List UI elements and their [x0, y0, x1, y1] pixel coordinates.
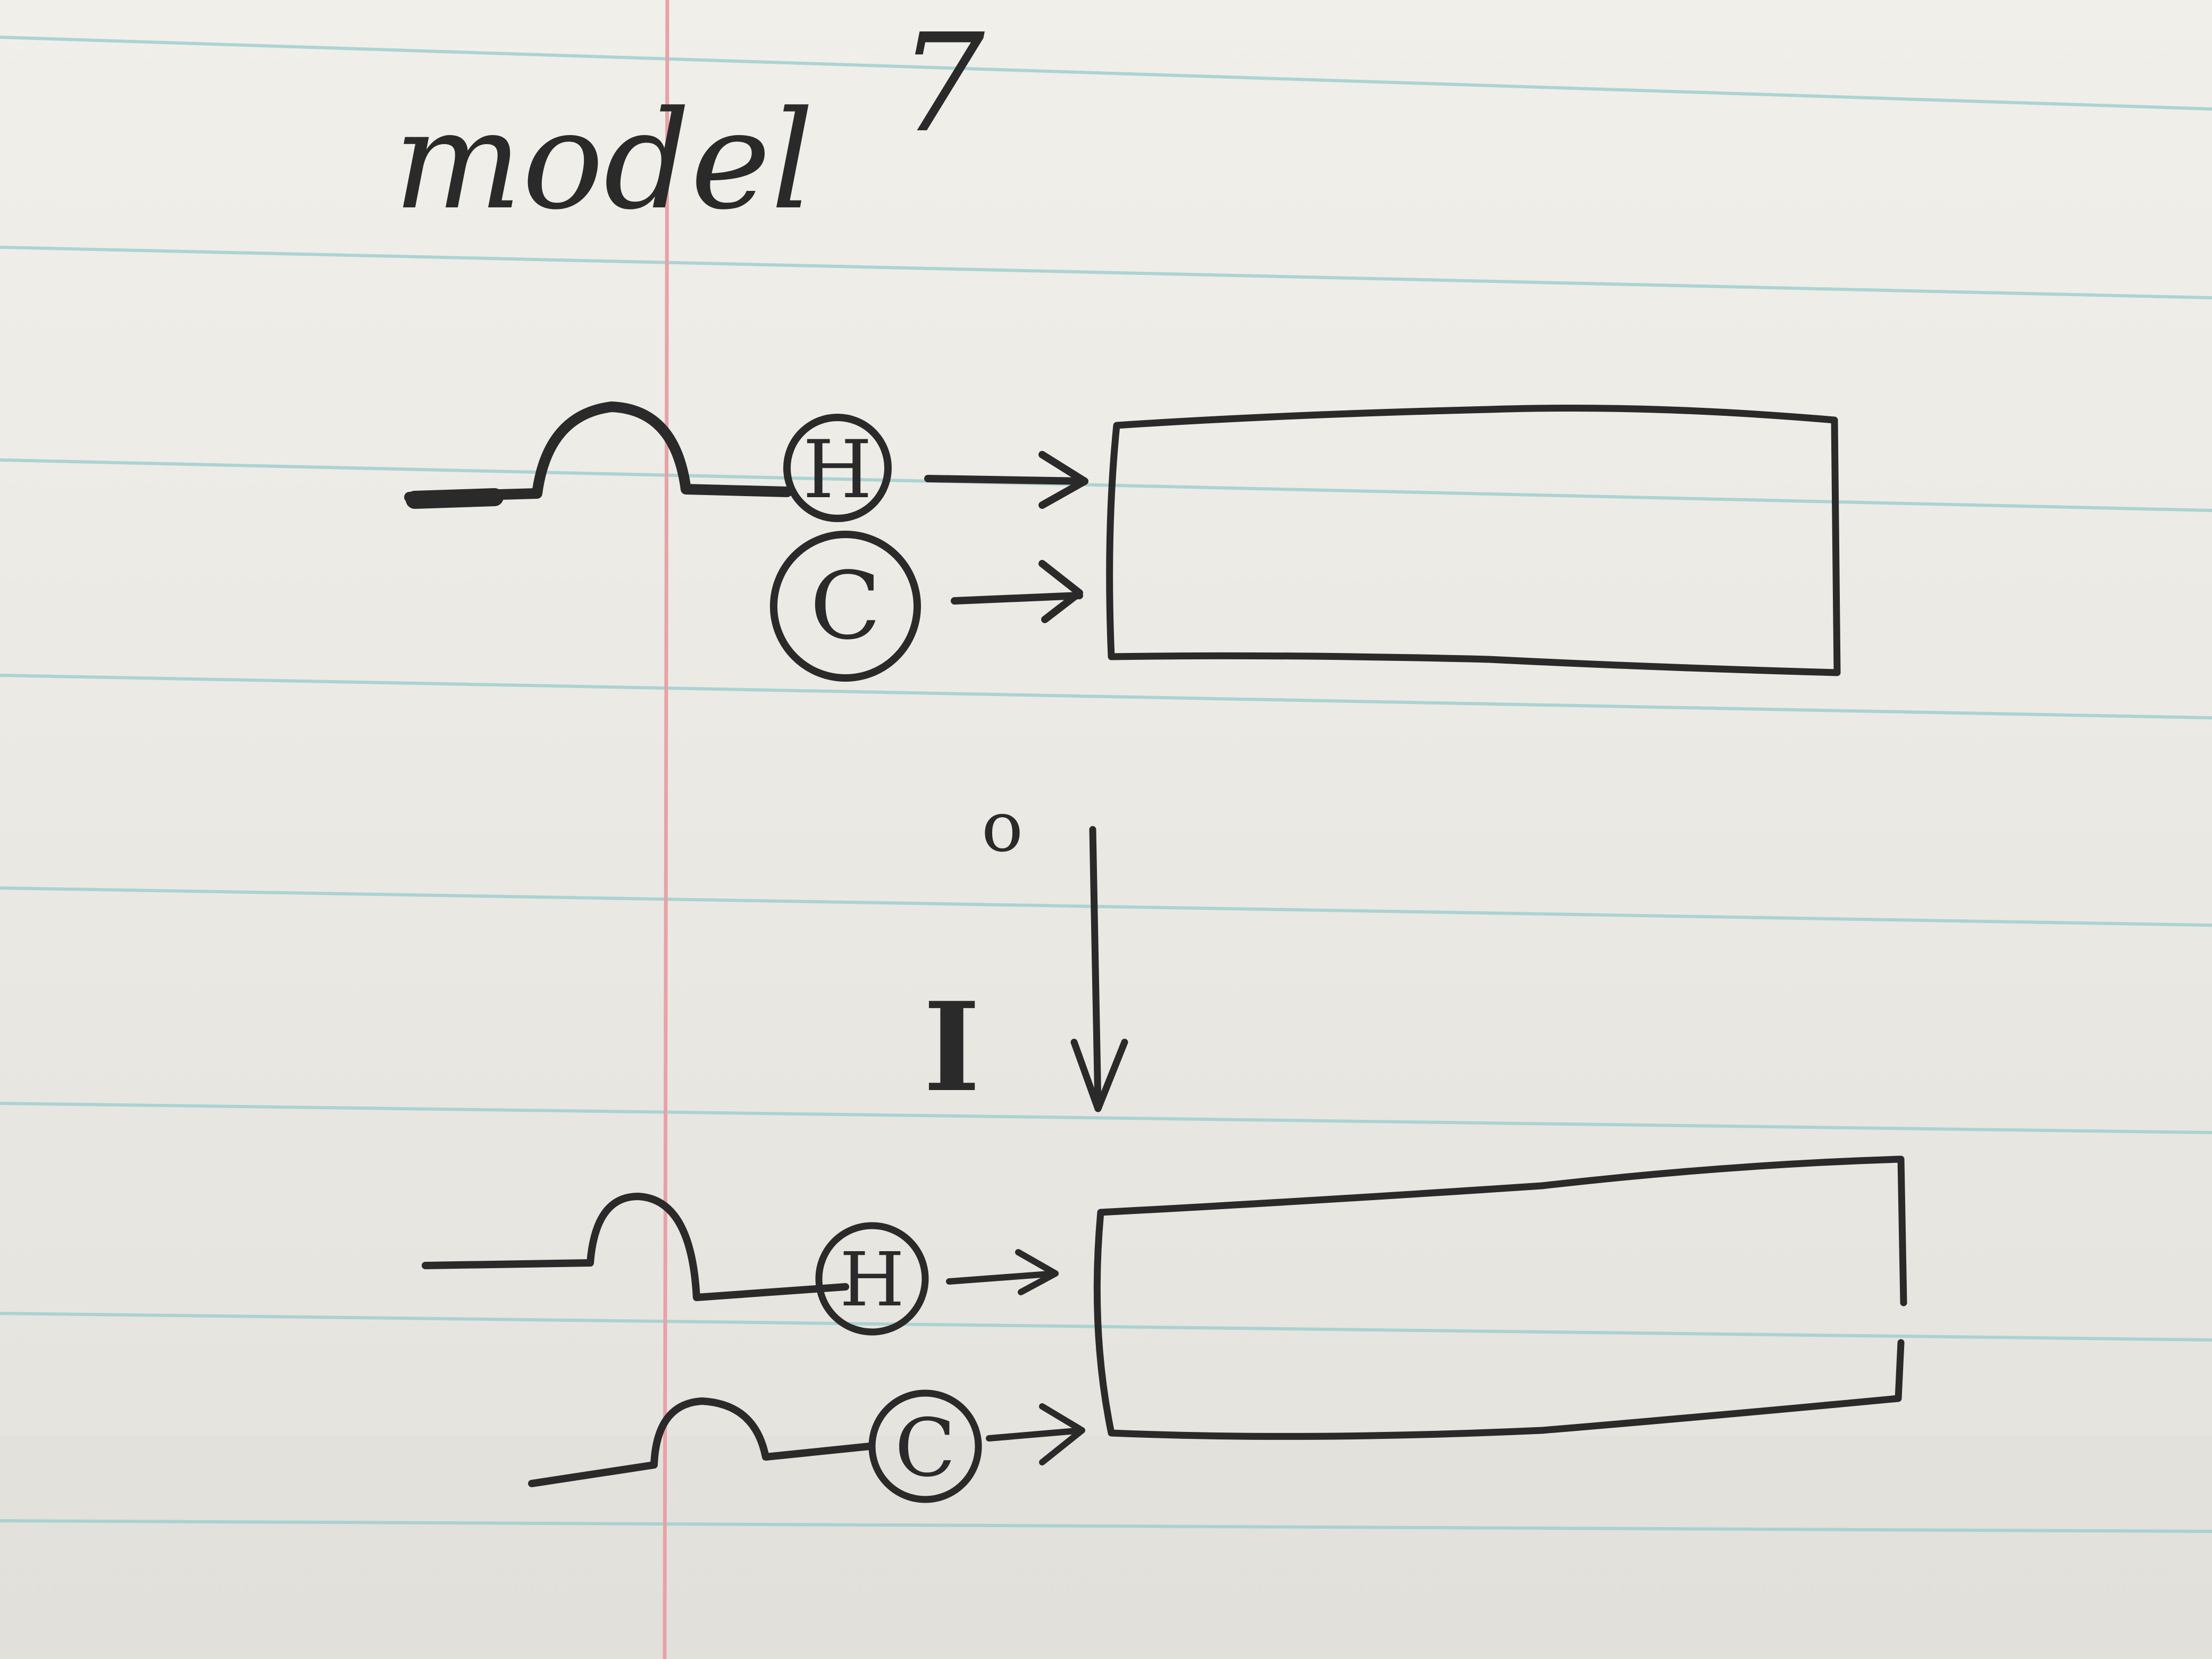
bottom-c-label: C	[895, 1402, 956, 1495]
bottom-box	[1093, 1155, 1907, 1440]
top-wave-line	[404, 401, 792, 502]
transition-arrow	[1070, 826, 1128, 1112]
bottom-diagram	[422, 1155, 1907, 1503]
down-arrow-head	[1070, 1038, 1128, 1112]
ruled-line	[0, 674, 2212, 719]
ruled-line	[0, 1519, 2212, 1533]
ruled-line	[0, 458, 2212, 512]
top-c-circle	[770, 531, 921, 682]
heading-title: model	[393, 82, 814, 240]
ruled-line	[0, 886, 2212, 927]
ruled-line	[0, 36, 2212, 111]
top-wave-lead	[406, 488, 504, 509]
down-arrow-shaft	[1089, 826, 1102, 1110]
top-box	[1106, 405, 1841, 676]
heading-number: 7	[899, 5, 985, 163]
bottom-h-circle	[815, 1222, 929, 1336]
top-c-label: C	[810, 552, 881, 660]
ruled-line	[0, 1312, 2212, 1342]
ruled-line	[0, 1102, 2212, 1134]
top-h-circle	[783, 414, 892, 522]
bottom-upper-wave-line	[422, 1193, 849, 1301]
margin-line	[663, 0, 669, 1659]
top-h-label: H	[803, 424, 873, 516]
bottom-c-arrow	[986, 1403, 1085, 1465]
bottom-c-circle	[868, 1389, 982, 1503]
top-c-arrow	[951, 560, 1083, 623]
transition-upper-mark: o	[982, 786, 1023, 867]
bottom-lower-wave-line	[528, 1397, 873, 1487]
bottom-h-arrow	[946, 1249, 1059, 1295]
bottom-h-label: H	[840, 1237, 904, 1323]
transition-lower-mark: I	[923, 976, 981, 1119]
top-h-arrow	[924, 451, 1088, 509]
paper-shadow	[0, 1436, 2212, 1659]
top-diagram	[404, 401, 1841, 682]
ruled-lines	[0, 36, 2212, 1533]
ruled-line	[0, 246, 2212, 299]
